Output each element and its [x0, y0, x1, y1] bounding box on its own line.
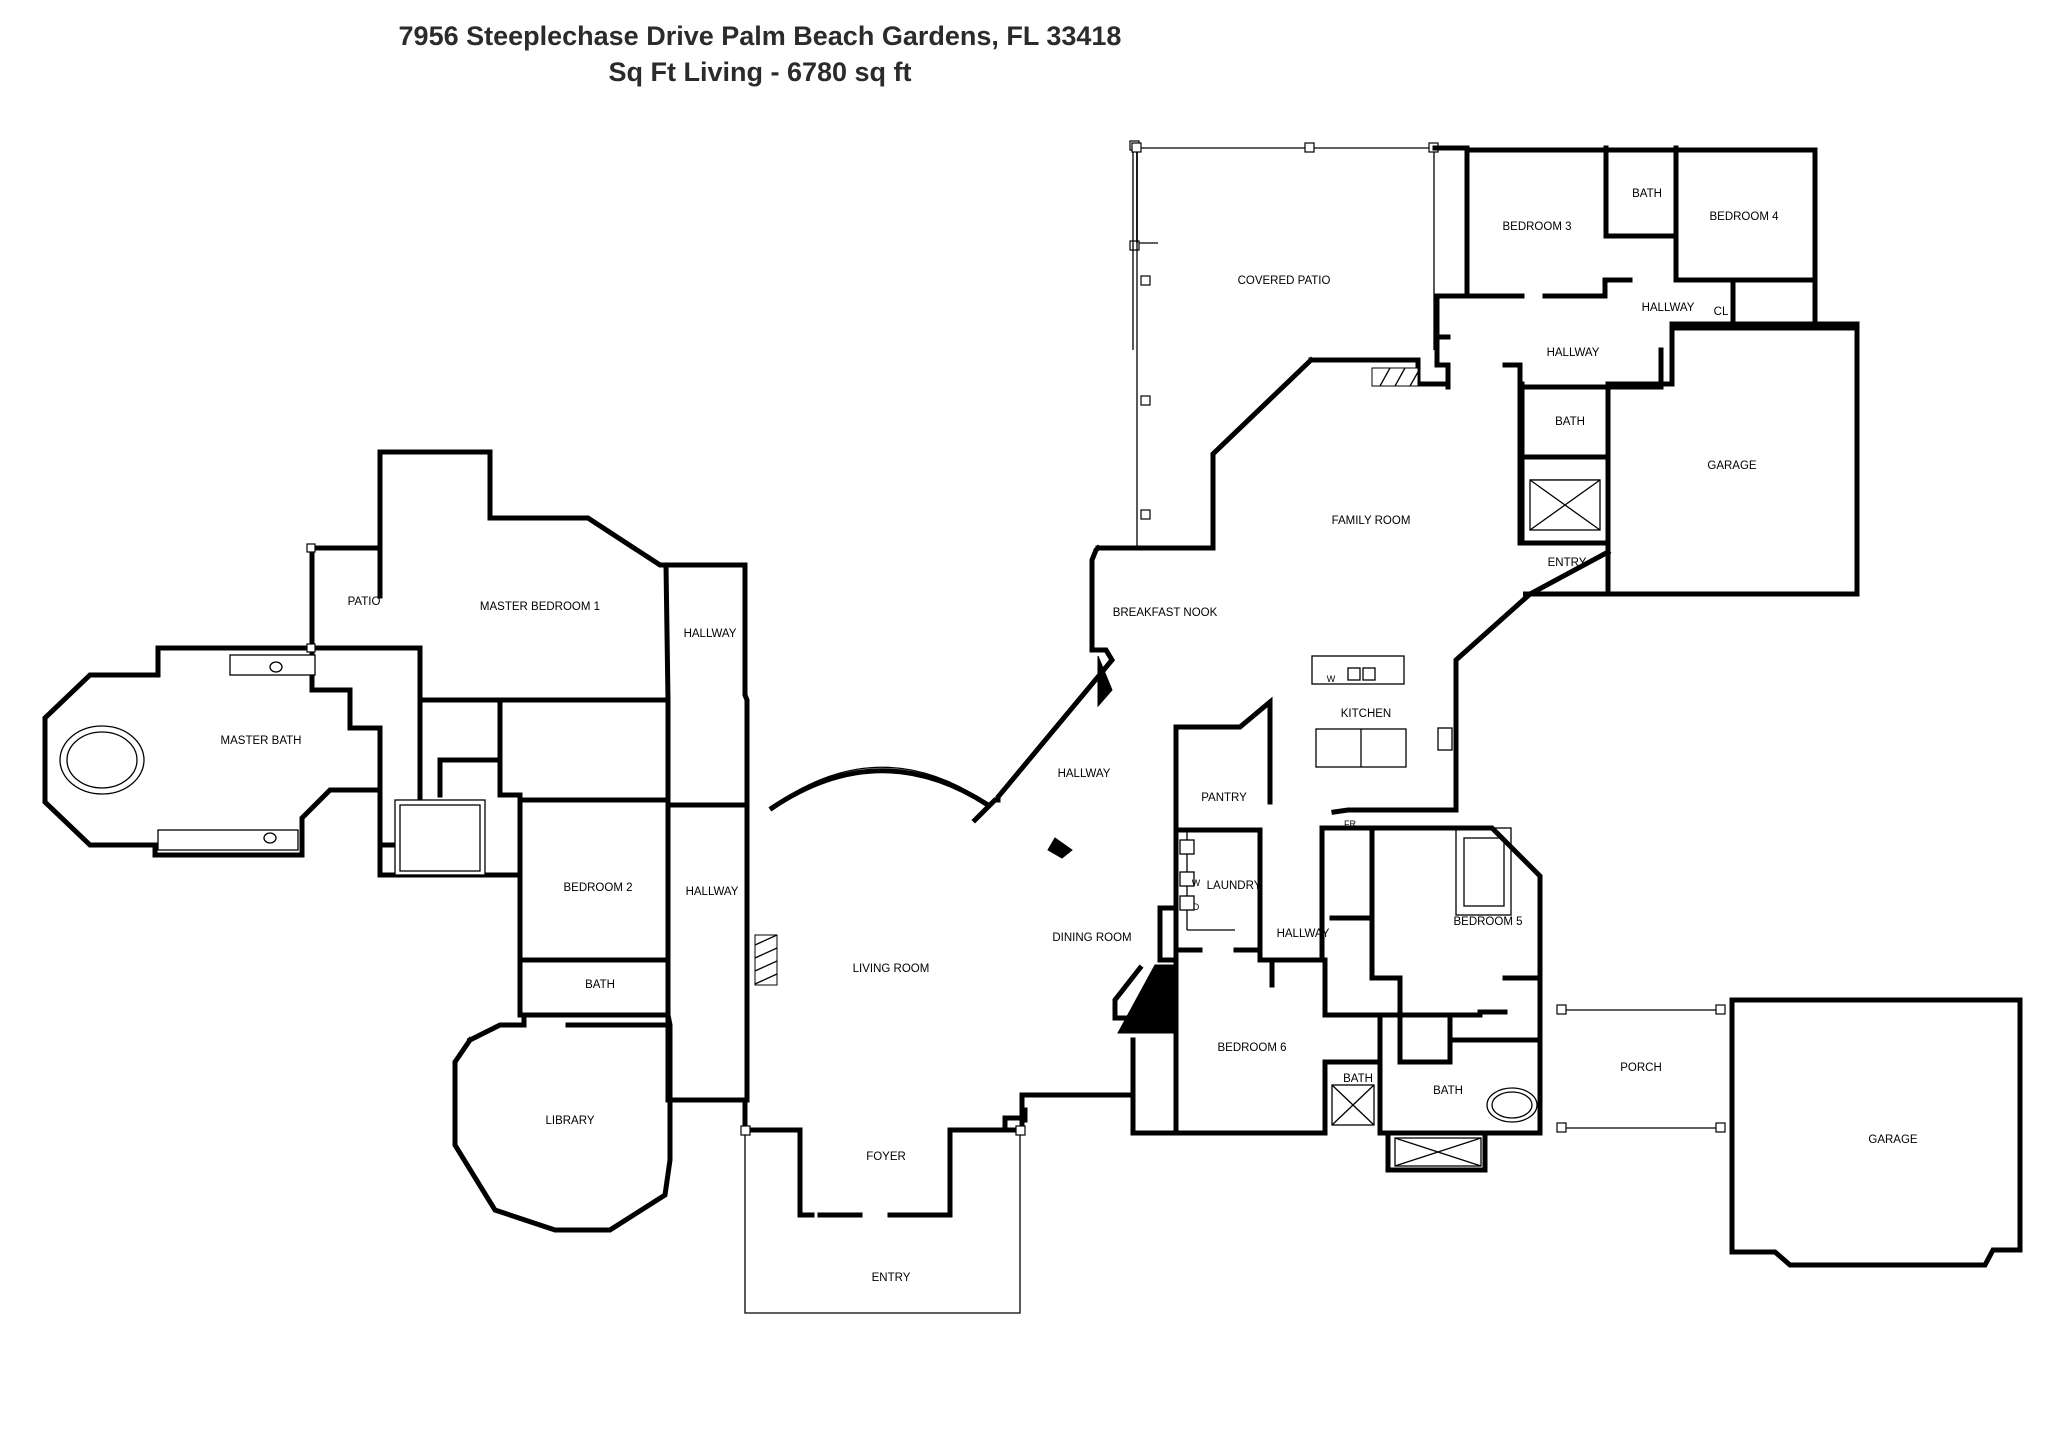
label-pantry: PANTRY	[1201, 792, 1247, 804]
label-bedroom-2: BEDROOM 2	[563, 882, 632, 894]
label-porch: PORCH	[1620, 1062, 1662, 1074]
dining-column	[1047, 837, 1073, 859]
label-foyer: FOYER	[866, 1151, 906, 1163]
label-cl: CL	[1714, 306, 1729, 318]
label-garage-top: GARAGE	[1707, 460, 1757, 472]
label-kitchen: KITCHEN	[1341, 708, 1391, 720]
label-bedroom-5: BEDROOM 5	[1453, 916, 1522, 928]
label-master-bath: MASTER BATH	[221, 735, 302, 747]
room-labels: COVERED PATIO BEDROOM 3 BATH BEDROOM 4 H…	[221, 188, 1918, 1284]
label-bath-top: BATH	[1632, 188, 1662, 200]
label-master-bedroom: MASTER BEDROOM 1	[480, 601, 600, 613]
label-entry-right: ENTRY	[1548, 557, 1587, 569]
dining-fireplace-column	[1117, 964, 1177, 1034]
label-bath-b5: BATH	[1433, 1085, 1463, 1097]
label-library: LIBRARY	[545, 1115, 594, 1127]
label-entry-bottom: ENTRY	[872, 1272, 911, 1284]
covered-patio-area	[1129, 140, 1158, 350]
property-address: 7956 Steeplechase Drive Palm Beach Garde…	[398, 21, 1122, 51]
label-dryer: D	[1193, 902, 1200, 912]
label-living-room: LIVING ROOM	[853, 963, 930, 975]
kitchen-island	[1311, 655, 1453, 768]
label-laundry: LAUNDRY	[1207, 880, 1262, 892]
small-patio-outline	[306, 543, 380, 653]
porch-outline	[1556, 1004, 1726, 1133]
garage-top-walls	[1605, 325, 1860, 597]
label-washer-kitchen: W	[1327, 674, 1336, 684]
floor-plan-header: 7956 Steeplechase Drive Palm Beach Garde…	[0, 18, 1520, 90]
label-covered-patio: COVERED PATIO	[1238, 275, 1331, 287]
label-fridge: FR	[1344, 819, 1356, 829]
label-bath-left: BATH	[585, 979, 615, 991]
label-hallway-mid: HALLWAY	[1058, 768, 1111, 780]
label-washer: W	[1192, 878, 1201, 888]
master-bath-fixtures	[59, 654, 316, 851]
breakfast-nook-column	[1097, 655, 1113, 708]
label-patio: PATIO	[348, 596, 381, 608]
master-wing-walls	[42, 449, 750, 1233]
label-bath-b6: BATH	[1343, 1073, 1373, 1085]
entry-porch-outline	[740, 1125, 1026, 1314]
label-bedroom-4: BEDROOM 4	[1709, 211, 1779, 223]
laundry-fixtures	[1179, 839, 1195, 911]
label-bath-family: BATH	[1555, 416, 1585, 428]
label-family-room: FAMILY ROOM	[1332, 515, 1411, 527]
label-dining-room: DINING ROOM	[1052, 932, 1131, 944]
garage-bottom-walls	[1729, 997, 2023, 1268]
label-hallway-left: HALLWAY	[686, 886, 739, 898]
fixture-labels: FR W W D	[1192, 674, 1357, 912]
bedroom-wing-walls	[1464, 145, 1818, 327]
label-garage-bottom: GARAGE	[1868, 1134, 1918, 1146]
master-closet	[394, 799, 486, 876]
covered-patio-perimeter	[1136, 147, 1434, 548]
label-hallway-top-right: HALLWAY	[1642, 302, 1695, 314]
label-bedroom-6: BEDROOM 6	[1217, 1042, 1286, 1054]
label-hallway-top: HALLWAY	[1547, 347, 1600, 359]
family-bath-walls	[1519, 381, 1611, 543]
label-breakfast-nook: BREAKFAST NOOK	[1113, 607, 1218, 619]
label-bedroom-3: BEDROOM 3	[1502, 221, 1571, 233]
exterior-walls	[995, 145, 1860, 815]
living-fireplace	[754, 934, 778, 986]
hatch-lines	[754, 367, 1419, 985]
label-hallway-small: HALLWAY	[1277, 928, 1330, 940]
label-hallway-master: HALLWAY	[684, 628, 737, 640]
living-arch	[768, 766, 992, 812]
bedroom-5-6-walls	[1173, 825, 1543, 1173]
living-area: Sq Ft Living - 6780 sq ft	[608, 57, 912, 87]
